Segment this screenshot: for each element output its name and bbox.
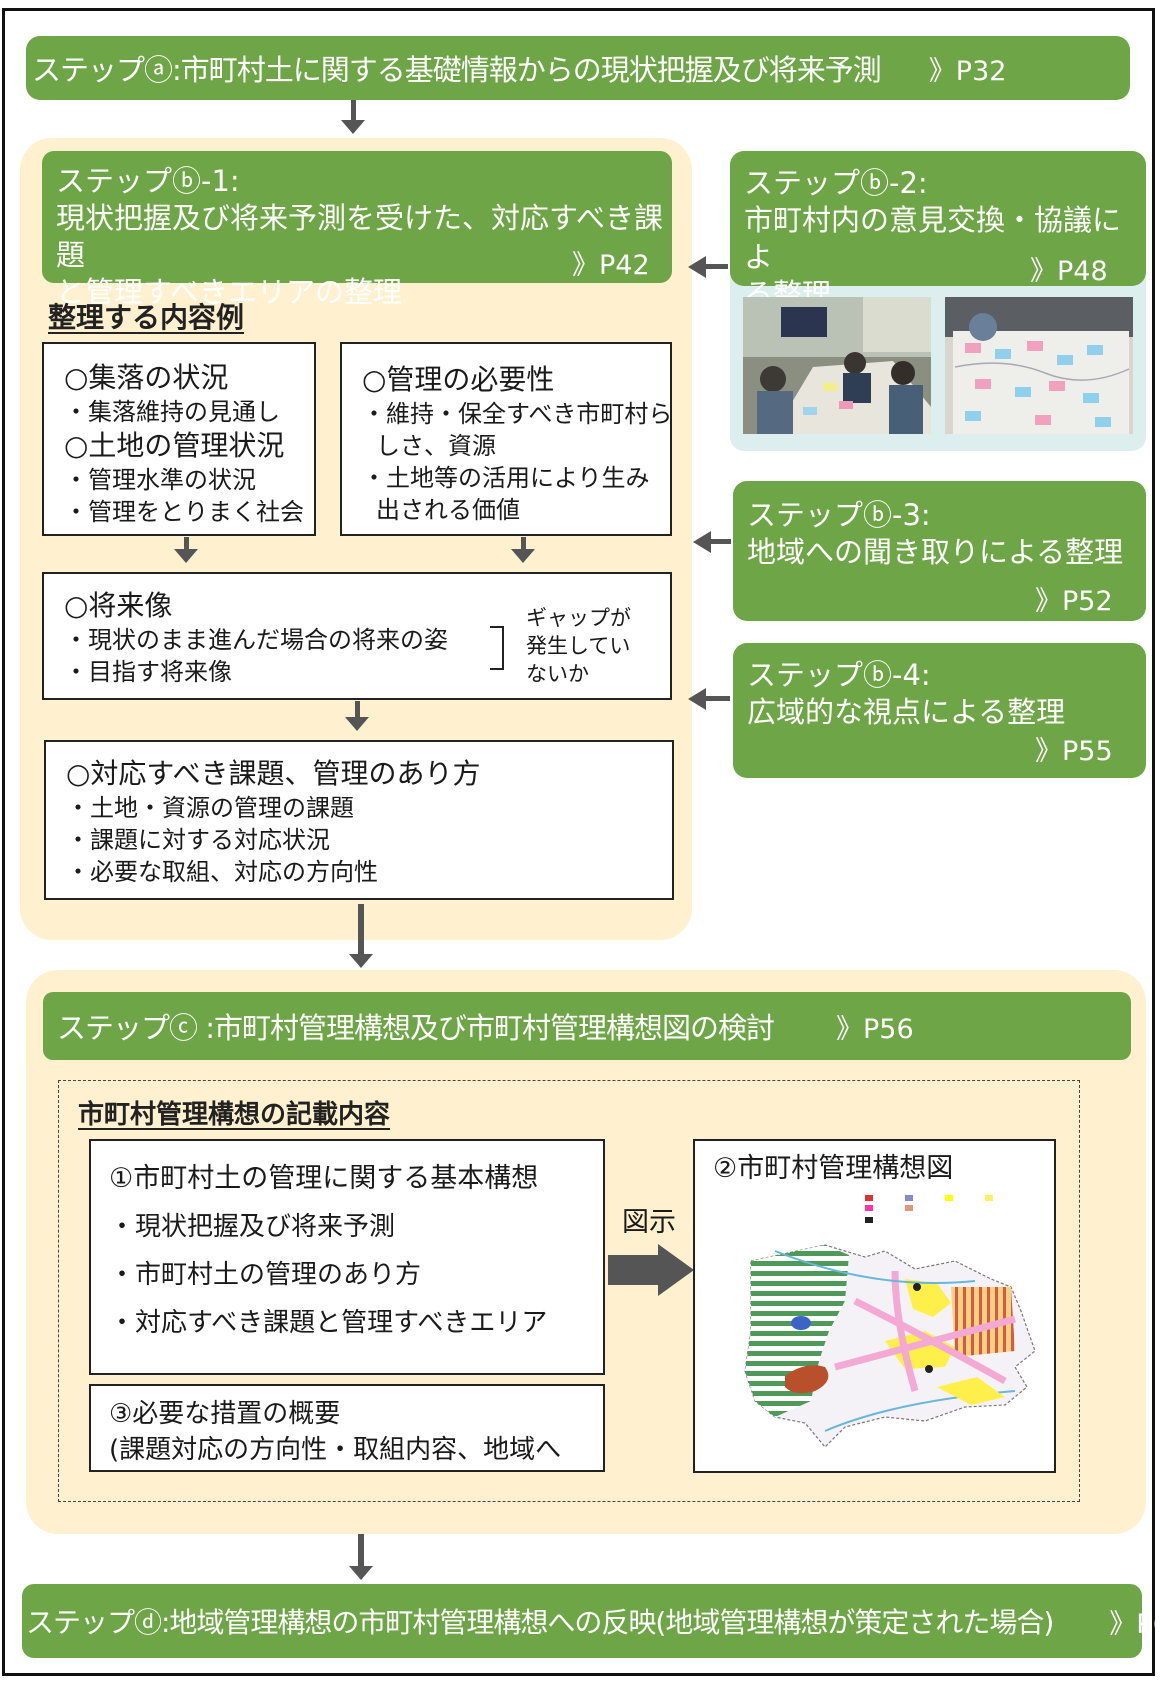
arrow-b4-shaft <box>704 696 730 701</box>
box-right-item-2: ・土地等の活用により生み <box>362 464 650 492</box>
arrow-cd-down-icon <box>349 1566 373 1580</box>
box-settlement-land: ○集落の状況 ・集落維持の見通し ○土地の管理状況 ・管理水準の状況 ・管理をと… <box>42 342 316 536</box>
arrow-right-down-icon <box>511 549 535 563</box>
big-arrow-shaft <box>608 1255 660 1285</box>
management-plan-map <box>744 1195 1036 1448</box>
step-b3-page-ref[interactable]: 》P52 <box>1035 586 1113 617</box>
plan-heading: 市町村管理構想の記載内容 <box>78 1100 391 1130</box>
content-heading: 整理する内容例 <box>48 301 245 334</box>
gap-line-1: ギャップが <box>526 606 631 630</box>
box-left-heading-1: ○集落の状況 <box>64 361 229 394</box>
step-d-bar[interactable]: ステップⓓ:地域管理構想の市町村管理構想への反映(地域管理構想が策定された場合)… <box>22 1584 1163 1658</box>
box-right-item-2b: 出される価値 <box>376 496 520 524</box>
future-item-1: ・現状のまま進んだ場合の将来の姿 <box>64 626 448 654</box>
step-b4-line1: 広域的な視点による整理 <box>747 695 1066 729</box>
box-left-item-1: ・集落維持の見通し <box>64 398 280 426</box>
step-b4-box[interactable]: ステップⓑ-4: 広域的な視点による整理 》P55 <box>733 643 1146 778</box>
box-right-item-1: ・維持・保全すべき市町村ら <box>362 400 673 428</box>
arrow-future-down-icon <box>345 717 369 731</box>
gap-line-3: ないか <box>526 662 589 686</box>
step-a-title: ステップⓐ:市町村土に関する基礎情報からの現状把握及び将来予測 <box>32 53 882 87</box>
arrow-a-down-icon <box>341 120 365 134</box>
step-b2-page-ref[interactable]: 》P48 <box>1030 256 1108 287</box>
plan-contents-frame <box>58 1080 1080 1502</box>
map-title: ②市町村管理構想図 <box>713 1153 954 1184</box>
plan-map-box: ②市町村管理構想図 <box>693 1139 1056 1473</box>
box-left-item-2: ・管理水準の状況 <box>64 466 256 494</box>
step-b1-line1: 現状把握及び将来予測を受けた、対応すべき課題 <box>56 201 663 272</box>
box-future-vision: ○将来像 ・現状のまま進んだ場合の将来の姿 ・目指す将来像 ギャップが 発生して… <box>42 572 672 700</box>
gap-bracket <box>490 626 504 670</box>
measures-heading: ③必要な措置の概要 <box>109 1399 341 1429</box>
step-c-page-ref[interactable]: 》P56 <box>836 1013 914 1045</box>
issues-heading: ○対応すべき課題、管理のあり方 <box>66 757 481 790</box>
arrow-a-shaft <box>351 100 356 122</box>
arrow-b4-left-icon <box>688 688 706 710</box>
arrow-b3-left-icon <box>693 531 711 553</box>
arrow-label: 図示 <box>622 1207 676 1238</box>
big-arrow-right-icon <box>658 1244 694 1296</box>
plan-box-basic: ①市町村土の管理に関する基本構想 ・現状把握及び将来予測 ・市町村土の管理のあり… <box>89 1139 605 1375</box>
plan-basic-item-1: ・現状把握及び将来予測 <box>109 1212 396 1242</box>
measures-item: (課題対応の方向性・取組内容、地域へ <box>109 1435 562 1465</box>
arrow-b2-shaft <box>704 264 728 269</box>
step-b2-line1: 市町村内の意見交換・協議によ <box>744 203 1122 274</box>
step-c-title: ステップⓒ :市町村管理構想及び市町村管理構想図の検討 <box>57 1011 775 1045</box>
step-b2-box[interactable]: ステップⓑ-2: 市町村内の意見交換・協議によ る整理 》P48 <box>730 151 1146 311</box>
box-left-heading-2: ○土地の管理状況 <box>64 429 285 462</box>
box-management-need: ○管理の必要性 ・維持・保全すべき市町村ら しさ、資源 ・土地等の活用により生み… <box>340 342 672 536</box>
arrow-left-shaft <box>184 537 189 551</box>
page-frame <box>2 8 1155 1676</box>
step-b1-line2: と管理すべきエリアの整理 <box>56 275 402 309</box>
step-b1-box[interactable]: ステップⓑ-1: 現状把握及び将来予測を受けた、対応すべき課題 と管理すべきエリ… <box>42 151 672 309</box>
step-b2-label: ステップⓑ-2: <box>744 166 928 200</box>
gap-line-2: 発生してい <box>526 634 631 658</box>
gap-note: ギャップが 発生してい ないか <box>526 604 631 688</box>
issues-item-2: ・課題に対する対応状況 <box>66 826 330 854</box>
arrow-cd-shaft <box>358 1534 364 1568</box>
arrow-bc-shaft <box>358 904 364 956</box>
future-item-2: ・目指す将来像 <box>64 658 232 686</box>
step-b3-box[interactable]: ステップⓑ-3: 地域への聞き取りによる整理 》P52 <box>733 481 1146 621</box>
step-a-bar[interactable]: ステップⓐ:市町村土に関する基礎情報からの現状把握及び将来予測 》P32 <box>26 36 1130 100</box>
arrow-left-down-icon <box>174 549 198 563</box>
box-right-item-1b: しさ、資源 <box>376 432 496 460</box>
step-d-page-ref[interactable]: 》P60 <box>1109 1608 1163 1640</box>
issues-item-3: ・必要な取組、対応の方向性 <box>66 858 378 886</box>
issues-item-1: ・土地・資源の管理の課題 <box>66 794 354 822</box>
step-b4-label: ステップⓑ-4: <box>747 658 931 692</box>
step-a-page-ref[interactable]: 》P32 <box>928 55 1007 87</box>
box-left-item-3: ・管理をとりまく社会 <box>64 498 304 526</box>
step-b1-page-ref[interactable]: 》P42 <box>572 250 650 281</box>
arrow-future-shaft <box>355 701 360 719</box>
future-heading: ○将来像 <box>64 589 173 622</box>
step-d-title: ステップⓓ:地域管理構想の市町村管理構想への反映(地域管理構想が策定された場合) <box>26 1606 1054 1639</box>
meeting-photo-1 <box>743 297 931 434</box>
arrow-b2-left-icon <box>688 256 706 278</box>
arrow-b3-shaft <box>709 539 731 544</box>
step-b4-page-ref[interactable]: 》P55 <box>1035 736 1113 767</box>
plan-box-measures: ③必要な措置の概要 (課題対応の方向性・取組内容、地域へ <box>89 1384 605 1472</box>
box-right-heading: ○管理の必要性 <box>362 363 555 396</box>
arrow-right-shaft <box>521 537 526 551</box>
meeting-photo-2 <box>945 297 1133 434</box>
plan-basic-item-3: ・対応すべき課題と管理すべきエリア <box>109 1308 548 1338</box>
plan-basic-heading: ①市町村土の管理に関する基本構想 <box>109 1163 539 1194</box>
step-c-bar[interactable]: ステップⓒ :市町村管理構想及び市町村管理構想図の検討 》P56 <box>43 992 1131 1060</box>
plan-basic-item-2: ・市町村土の管理のあり方 <box>109 1260 422 1290</box>
box-issues: ○対応すべき課題、管理のあり方 ・土地・資源の管理の課題 ・課題に対する対応状況… <box>44 740 674 900</box>
arrow-bc-down-icon <box>349 954 373 968</box>
step-b3-line1: 地域への聞き取りによる整理 <box>747 535 1124 569</box>
step-b1-label: ステップⓑ-1: <box>56 164 240 198</box>
step-b3-label: ステップⓑ-3: <box>747 498 931 532</box>
